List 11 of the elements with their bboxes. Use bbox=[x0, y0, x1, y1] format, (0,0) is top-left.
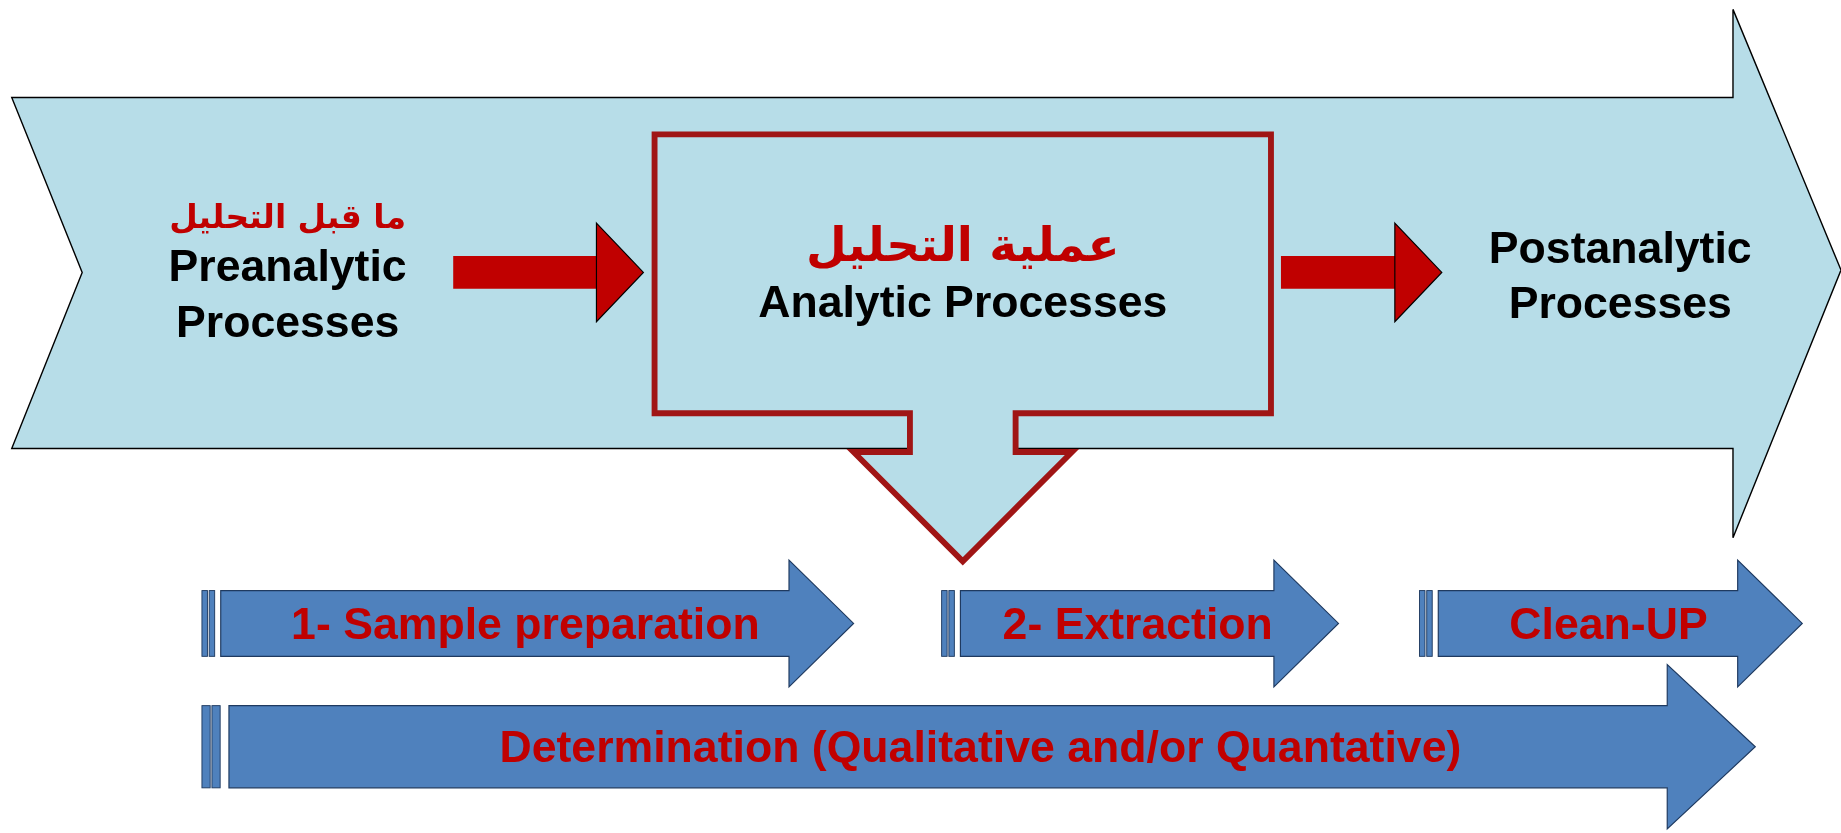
step-label: Clean-UP bbox=[1509, 598, 1708, 649]
step-label: 2- Extraction bbox=[1002, 598, 1273, 649]
arrow bbox=[453, 222, 644, 323]
arrow bbox=[1280, 222, 1443, 323]
process-title: عملية التحليل bbox=[805, 216, 1120, 274]
process-label: Postanalytic Processes bbox=[1487, 221, 1753, 330]
step-label: Determination (Qualitative and/or Quantative) bbox=[499, 721, 1462, 772]
step-label: 1- Sample preparation bbox=[291, 598, 760, 649]
process-label: Preanalytic Processes bbox=[167, 239, 408, 348]
process-label: Analytic Processes bbox=[758, 276, 1168, 329]
process-title: ما قبل التحليل bbox=[169, 196, 407, 238]
